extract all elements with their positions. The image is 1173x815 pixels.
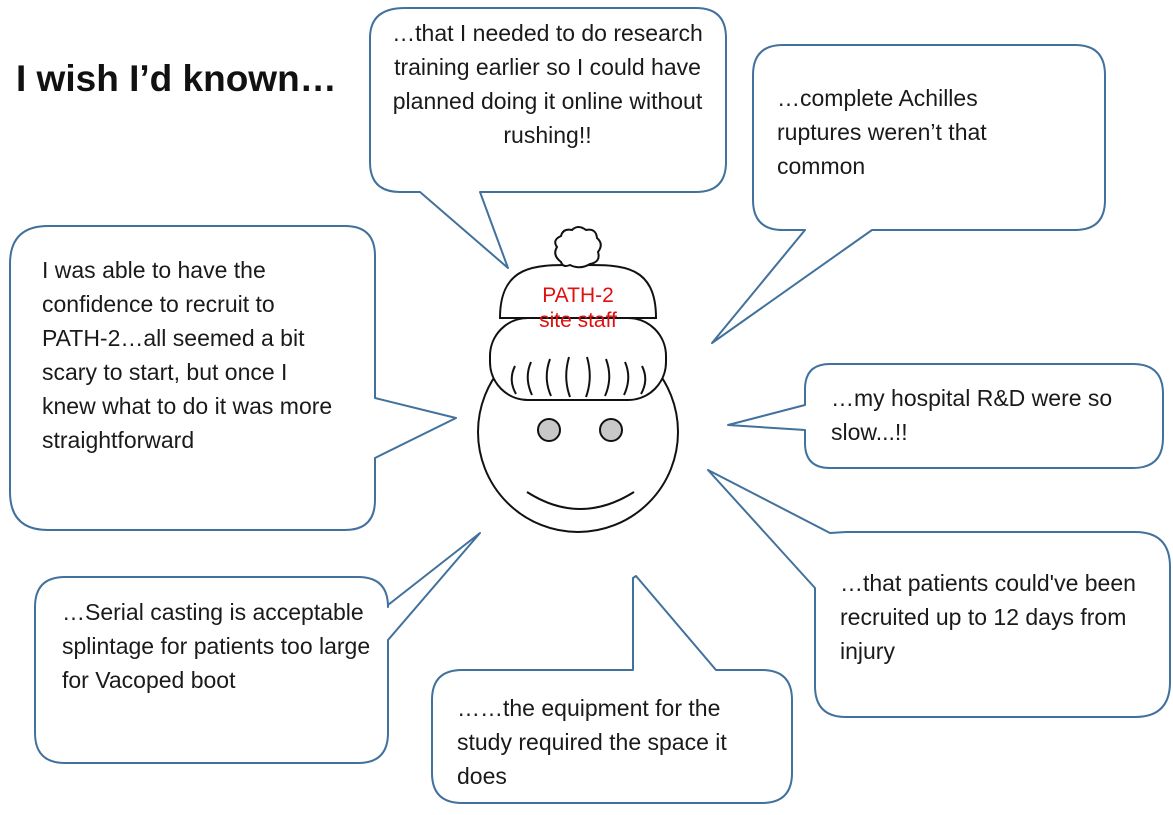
hat-label: PATH-2 site staff [518, 283, 638, 333]
speech-bubble-rnd [727, 363, 1164, 469]
bubble-text-equipment: ……the equipment for the study required t… [457, 695, 727, 789]
speech-bubble-research [369, 7, 727, 269]
bubble-text-recruited: …that patients could've been recruited u… [840, 570, 1136, 664]
hat-bobble [554, 226, 602, 269]
speech-bubble-casting [34, 532, 481, 764]
figure [477, 226, 679, 533]
bubble-text-rnd: …my hospital R&D were so slow...!! [831, 385, 1113, 445]
speech-bubble-confidence [9, 225, 457, 531]
hat-label-line-1: PATH-2 [542, 284, 614, 307]
speech-bubble-equipment [431, 575, 793, 804]
left-eye [537, 418, 561, 442]
page-title: I wish I’d known… [16, 58, 337, 99]
right-eye [599, 418, 623, 442]
smile [526, 491, 635, 510]
hat-ribbing [510, 356, 647, 398]
hat-brim [489, 317, 667, 401]
bubble-text-achilles: …complete Achilles ruptures weren’t that… [777, 85, 987, 179]
speech-bubble-achilles [711, 44, 1106, 344]
hat-label-line-2: site staff [539, 309, 617, 332]
bubble-text-casting: …Serial casting is acceptable splintage … [62, 599, 371, 693]
speech-bubble-recruited [707, 469, 1171, 718]
bubble-text-confidence: I was able to have the confidence to rec… [42, 257, 333, 453]
bubble-text-research: …that I needed to do research training e… [392, 20, 703, 148]
